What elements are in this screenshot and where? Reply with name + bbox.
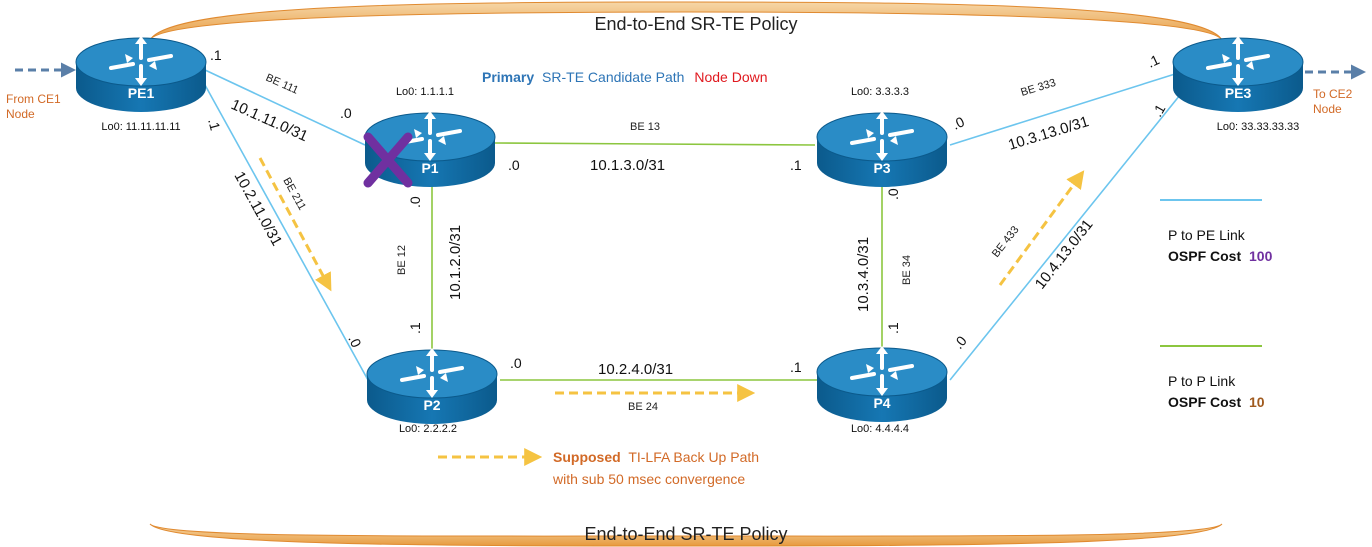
policy-swoosh-bottom [149, 523, 1223, 547]
from-ce1-label-node: Node [6, 107, 35, 121]
router-p2-name: P2 [423, 397, 440, 413]
router-pe3-name: PE3 [1225, 85, 1252, 101]
link-p3-pe3 [949, 73, 1176, 146]
end-label-p2-p4-b: .1 [790, 359, 802, 375]
router-p3: P3 Lo0: 3.3.3.3 [816, 86, 948, 187]
end-label-p3-pe3-a: .0 [950, 113, 968, 133]
end-label-pe1-p2-a: .1 [205, 117, 224, 133]
router-p1: P1 Lo0: 1.1.1.1 [364, 86, 496, 187]
router-arrows-icon [400, 352, 464, 394]
from-ce1-label: From CE1 [6, 92, 61, 106]
router-pe1-loopback: Lo0: 11.11.11.11 [101, 121, 180, 133]
router-p3-name: P3 [873, 160, 890, 176]
bundle-label-pe1-p2: BE 211 [280, 176, 308, 213]
legend-backup-line2: with sub 50 msec convergence [552, 471, 745, 487]
link-p1-p3 [494, 142, 816, 146]
link-pe1-p1 [204, 69, 366, 146]
policy-label-top: End-to-End SR-TE Policy [594, 14, 797, 34]
end-label-pe1-p1-b: .0 [340, 105, 352, 121]
end-label-p4-pe3-a: .0 [950, 333, 970, 352]
subnet-label-p3-p4: 10.3.4.0/31 [855, 237, 872, 312]
router-pe1-name: PE1 [128, 85, 155, 101]
subnet-label-p3-pe3: 10.3.13.0/31 [1006, 113, 1091, 154]
end-label-pe1-p1-a: .1 [210, 47, 222, 63]
legend-backup-line1: Supposed TI-LFA Back Up Path [553, 449, 759, 465]
bundle-label-p3-pe3: BE 333 [1019, 77, 1057, 99]
subnet-label-pe1-p1: 10.1.11.0/31 [228, 96, 310, 145]
end-label-p1-p2-a: .0 [407, 196, 423, 208]
bundle-label-p4-pe3: BE 433 [990, 224, 1022, 260]
end-label-p2-p4-a: .0 [510, 355, 522, 371]
link-pe1-p2 [204, 84, 369, 381]
legend-p-link-title: P to P Link [1168, 373, 1236, 389]
router-arrows-icon [109, 40, 173, 82]
to-ce2-label: To CE2 [1313, 87, 1353, 101]
end-label-p3-p4-a: .0 [885, 188, 901, 200]
bundle-label-p1-p2: BE 12 [396, 245, 408, 275]
end-label-p4-pe3-b: .1 [1149, 101, 1169, 119]
end-label-p1-p2-b: .1 [407, 322, 423, 334]
p-links [431, 142, 883, 381]
end-label-p1-p3-b: .1 [790, 157, 802, 173]
backup-arrow-p4-pe3 [998, 170, 1085, 286]
end-label-p1-p3-a: .0 [508, 157, 520, 173]
router-p4-loopback: Lo0: 4.4.4.4 [851, 423, 909, 435]
backup-arrow-pe1-p2 [258, 157, 332, 292]
bundle-label-pe1-p1: BE 111 [264, 72, 300, 97]
subnet-label-p2-p4: 10.2.4.0/31 [598, 361, 673, 378]
bundle-label-p2-p4: BE 24 [628, 401, 658, 413]
router-p2-loopback: Lo0: 2.2.2.2 [399, 423, 457, 435]
subnet-label-p1-p2: 10.1.2.0/31 [447, 225, 464, 300]
bundle-label-p1-p3: BE 13 [630, 121, 660, 133]
primary-path-heading: Primary SR-TE Candidate Path Node Down [482, 69, 768, 85]
end-label-p3-p4-b: .1 [885, 322, 901, 334]
router-p1-name: P1 [421, 160, 438, 176]
node-down-x-icon [363, 132, 413, 188]
legend: P to PE Link OSPF Cost 100 P to P Link O… [438, 199, 1273, 487]
backup-path [258, 157, 1085, 402]
router-p4-name: P4 [873, 395, 890, 411]
router-p3-loopback: Lo0: 3.3.3.3 [851, 86, 909, 98]
link-p4-pe3 [949, 94, 1181, 381]
end-label-pe1-p2-b: .0 [345, 333, 365, 351]
legend-pe-link-title: P to PE Link [1168, 227, 1246, 243]
router-arrows-icon [1206, 40, 1270, 82]
bundle-label-p3-p4: BE 34 [901, 255, 913, 285]
router-pe3-loopback: Lo0: 33.33.33.33 [1217, 121, 1300, 133]
to-ce2-label-node: Node [1313, 102, 1342, 116]
pe-links [204, 69, 1181, 381]
end-label-p3-pe3-b: .1 [1145, 51, 1163, 71]
policy-label-bottom: End-to-End SR-TE Policy [584, 524, 787, 544]
router-p1-loopback: Lo0: 1.1.1.1 [396, 86, 454, 98]
legend-pe-link-cost: OSPF Cost 100 [1168, 248, 1273, 264]
legend-p-link-cost: OSPF Cost 10 [1168, 394, 1265, 410]
router-arrows-icon [850, 115, 914, 157]
router-arrows-icon [850, 350, 914, 392]
subnet-label-p1-p3: 10.1.3.0/31 [590, 157, 665, 174]
